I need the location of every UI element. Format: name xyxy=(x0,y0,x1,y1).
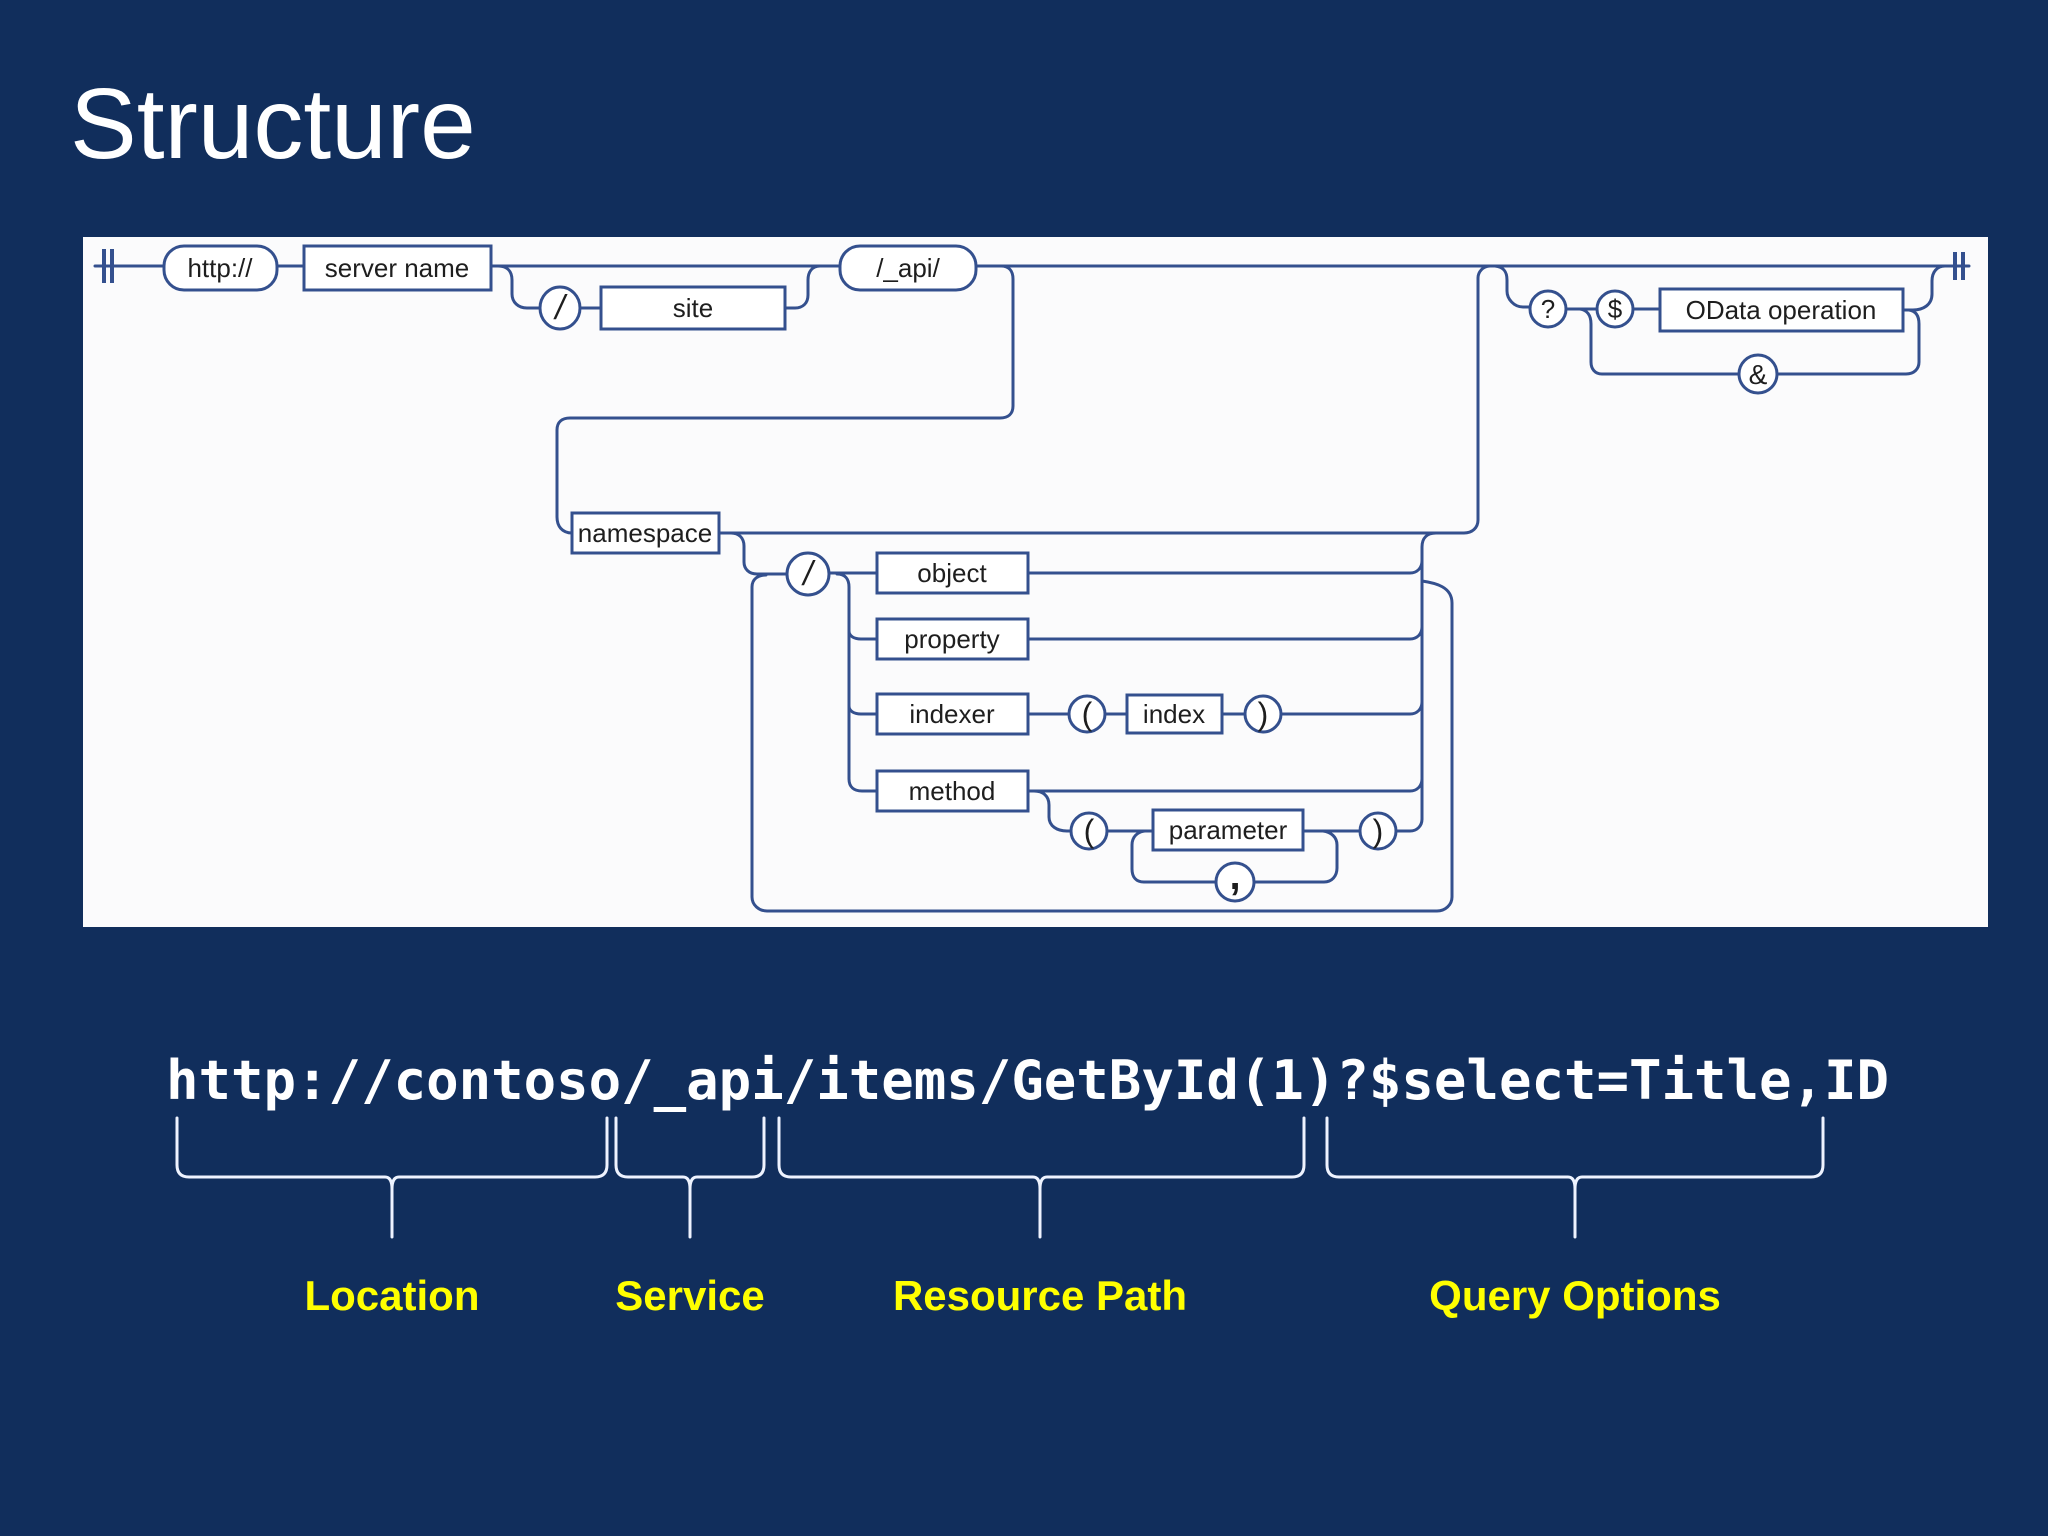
node-indexer: indexer xyxy=(875,692,1030,736)
node-property: property xyxy=(875,617,1030,661)
node-server-name: server name xyxy=(302,244,493,292)
node-paren-open-index: ( xyxy=(1067,694,1107,734)
svg-text:namespace: namespace xyxy=(578,518,712,548)
segment-label-location: Location xyxy=(304,1272,480,1319)
node-api: /_api/ xyxy=(838,244,978,292)
end-terminal-icon xyxy=(1953,252,1965,280)
location-brace xyxy=(175,1116,609,1239)
svg-text:): ) xyxy=(1373,813,1384,849)
railroad-diagram: http:// server name / site /_api/ namesp… xyxy=(93,244,1971,913)
node-index: index xyxy=(1125,693,1224,735)
svg-text:?: ? xyxy=(1541,294,1555,324)
svg-text:,: , xyxy=(1229,854,1240,898)
svg-text:http://: http:// xyxy=(187,253,253,283)
svg-text:parameter: parameter xyxy=(1169,815,1288,845)
node-namespace: namespace xyxy=(570,511,721,555)
node-object: object xyxy=(875,551,1030,595)
segment-label-query-options: Query Options xyxy=(1429,1272,1721,1319)
start-terminal-icon xyxy=(102,249,114,283)
svg-text:): ) xyxy=(1258,696,1269,732)
node-paren-close-param: ) xyxy=(1358,811,1398,851)
service-brace xyxy=(614,1116,766,1239)
slide-title: Structure xyxy=(70,68,476,180)
node-slash-segment: / xyxy=(785,551,831,597)
node-comma: , xyxy=(1214,854,1256,903)
node-dollar: $ xyxy=(1595,289,1635,329)
example-url: http://contoso/_api/items/GetById(1)?$se… xyxy=(166,1049,1890,1112)
node-method: method xyxy=(875,769,1030,813)
svg-text:(: ( xyxy=(1084,813,1095,849)
svg-text:/_api/: /_api/ xyxy=(876,253,940,283)
node-paren-close-index: ) xyxy=(1243,694,1283,734)
resource-path-brace xyxy=(777,1116,1306,1239)
node-slash-site: / xyxy=(538,285,582,331)
railroad-diagram-panel: http:// server name / site /_api/ namesp… xyxy=(83,237,1988,927)
svg-text:$: $ xyxy=(1608,294,1623,324)
svg-text:&: & xyxy=(1749,359,1768,390)
svg-text:/: / xyxy=(801,555,816,593)
node-http: http:// xyxy=(162,244,279,292)
node-ampersand: & xyxy=(1737,353,1779,395)
diagram-wires xyxy=(93,264,1971,913)
svg-text:site: site xyxy=(673,293,713,323)
svg-text:indexer: indexer xyxy=(909,699,995,729)
node-question-mark: ? xyxy=(1528,289,1568,329)
svg-text:property: property xyxy=(904,624,999,654)
node-site: site xyxy=(599,285,787,331)
svg-text:server name: server name xyxy=(325,253,470,283)
query-options-brace xyxy=(1325,1116,1825,1239)
svg-text:object: object xyxy=(917,558,987,588)
svg-text:OData operation: OData operation xyxy=(1686,295,1877,325)
node-parameter: parameter xyxy=(1151,808,1305,852)
node-odata-operation: OData operation xyxy=(1658,287,1905,333)
svg-text:method: method xyxy=(909,776,996,806)
svg-text:index: index xyxy=(1143,699,1205,729)
segment-label-service: Service xyxy=(615,1272,765,1319)
svg-text:(: ( xyxy=(1082,696,1093,732)
node-paren-open-param: ( xyxy=(1069,811,1109,851)
svg-text:/: / xyxy=(553,289,568,327)
segment-label-resource-path: Resource Path xyxy=(892,1272,1188,1319)
